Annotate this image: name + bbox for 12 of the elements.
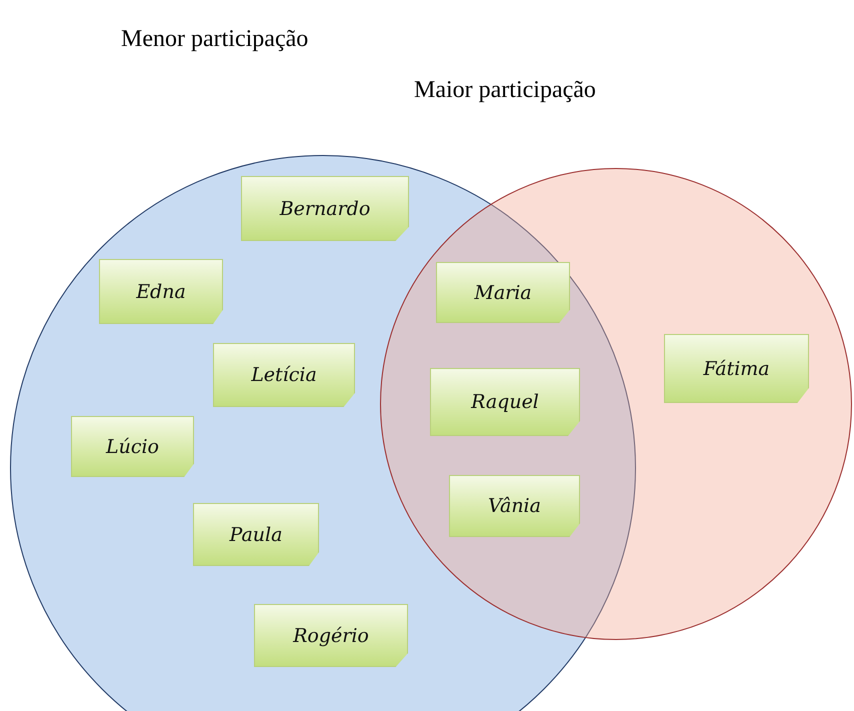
sticky-note: Edna <box>99 259 223 324</box>
sticky-note: Fátima <box>664 334 809 403</box>
sticky-note: Vânia <box>449 475 580 537</box>
set-heading: Menor participação <box>121 26 308 53</box>
sticky-note: Paula <box>193 503 319 566</box>
sticky-note: Raquel <box>430 368 580 436</box>
set-heading: Maior participação <box>414 77 596 104</box>
sticky-note: Lúcio <box>71 416 194 477</box>
sticky-note: Maria <box>436 262 570 323</box>
sticky-note: Bernardo <box>241 176 409 241</box>
sticky-note: Rogério <box>254 604 408 667</box>
sticky-note: Letícia <box>213 343 355 407</box>
